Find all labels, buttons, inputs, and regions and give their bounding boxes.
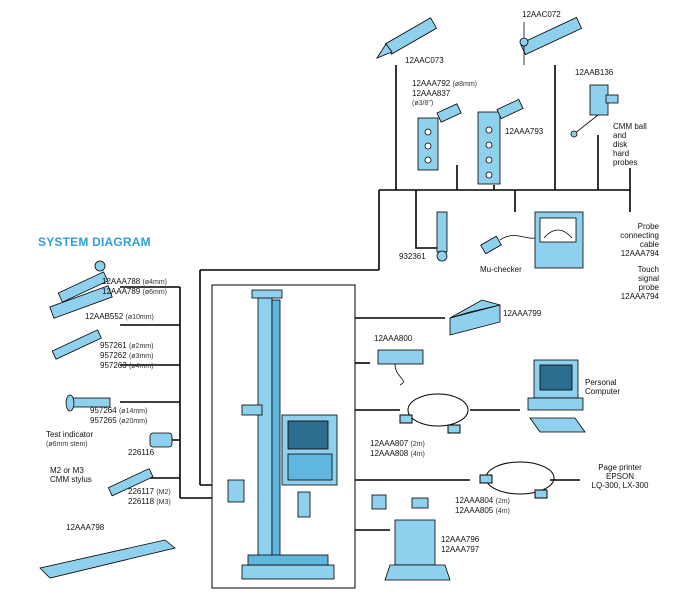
processor-12AAA799 <box>449 299 501 336</box>
label-touch-probe: Touch signal probe 12AAA794 <box>620 265 659 301</box>
label-12AAA837: 12AAA837(ø3/8") <box>412 89 451 107</box>
label-957264: 957264 (ø14mm) <box>90 406 148 415</box>
label-12AAA805: 12AAA805 (4m) <box>455 506 510 515</box>
probe-12AAA792 <box>417 103 462 171</box>
label-12AAC072: 12AAC072 <box>522 10 561 19</box>
label-12AAA797: 12AAA797 <box>441 545 480 554</box>
label-page-printer: Page printer EPSON LQ-300, LX-300 <box>591 463 649 490</box>
label-957263: 957263 (ø4mm) <box>100 361 154 370</box>
label-12AAA796: 12AAA796 <box>441 535 480 544</box>
label-957262: 957262 (ø3mm) <box>100 351 154 360</box>
mu-checker-device <box>480 211 584 269</box>
probe-932361 <box>436 211 448 262</box>
label-12AAC073: 12AAC073 <box>405 56 444 65</box>
label-probe-cable: Probe connecting cable 12AAA794 <box>620 222 659 258</box>
personal-computer <box>527 359 586 433</box>
label-12AAB136: 12AAB136 <box>575 68 614 77</box>
stand-12AAA796 <box>371 494 451 581</box>
label-12AAA792: 12AAA792 (ø8mm) <box>412 79 477 88</box>
label-cmm-ball: CMM ball and disk hard probes <box>613 122 647 167</box>
probe-957261 <box>51 329 102 360</box>
probe-12AAA788 <box>57 260 109 303</box>
label-test-indicator: Test indicator(ø6mm stem) <box>46 430 94 448</box>
label-12AAA798: 12AAA798 <box>66 523 105 532</box>
probe-12AAB136 <box>570 84 619 138</box>
connection-lines <box>120 65 631 531</box>
label-226116: 226116 <box>128 448 155 457</box>
cable-12AAA804 <box>479 461 555 499</box>
label-12AAA808: 12AAA808 (4m) <box>370 449 425 458</box>
label-12AAA804: 12AAA804 (2m) <box>455 496 510 505</box>
label-12AAA800: 12AAA800 <box>374 334 413 343</box>
label-12AAA793: 12AAA793 <box>505 127 544 136</box>
label-mu-checker: Mu-checker <box>480 265 522 274</box>
stylus-226117 <box>107 468 154 497</box>
probe-12AAA793 <box>477 98 524 185</box>
label-12AAA789: 12AAA789 (ø6mm) <box>102 287 167 296</box>
probe-12AAB552 <box>49 285 113 319</box>
probe-957264 <box>65 394 111 412</box>
label-12AAA807: 12AAA807 (2m) <box>370 439 425 448</box>
probe-12AAC073 <box>375 17 438 59</box>
label-932361: 932361 <box>399 252 426 261</box>
cable-12AAA807 <box>399 393 469 434</box>
probe-12AAA798 <box>39 539 176 579</box>
label-12AAA799: 12AAA799 <box>503 309 542 318</box>
label-957261: 957261 (ø2mm) <box>100 341 154 350</box>
label-226118: 226118 (M3) <box>128 497 171 506</box>
diagram-title: SYSTEM DIAGRAM <box>38 235 151 249</box>
label-957265: 957265 (ø20mm) <box>90 416 148 425</box>
test-indicator-226116 <box>149 432 173 448</box>
label-12AAB552: 12AAB552 (ø10mm) <box>85 312 154 321</box>
label-226117: 226117 (M2) <box>128 487 171 496</box>
height-gauge-instrument <box>227 289 338 580</box>
unit-12AAA800 <box>377 349 424 386</box>
label-12AAA788: 12AAA788 (ø4mm) <box>102 277 167 286</box>
probe-12AAC072 <box>519 16 583 65</box>
